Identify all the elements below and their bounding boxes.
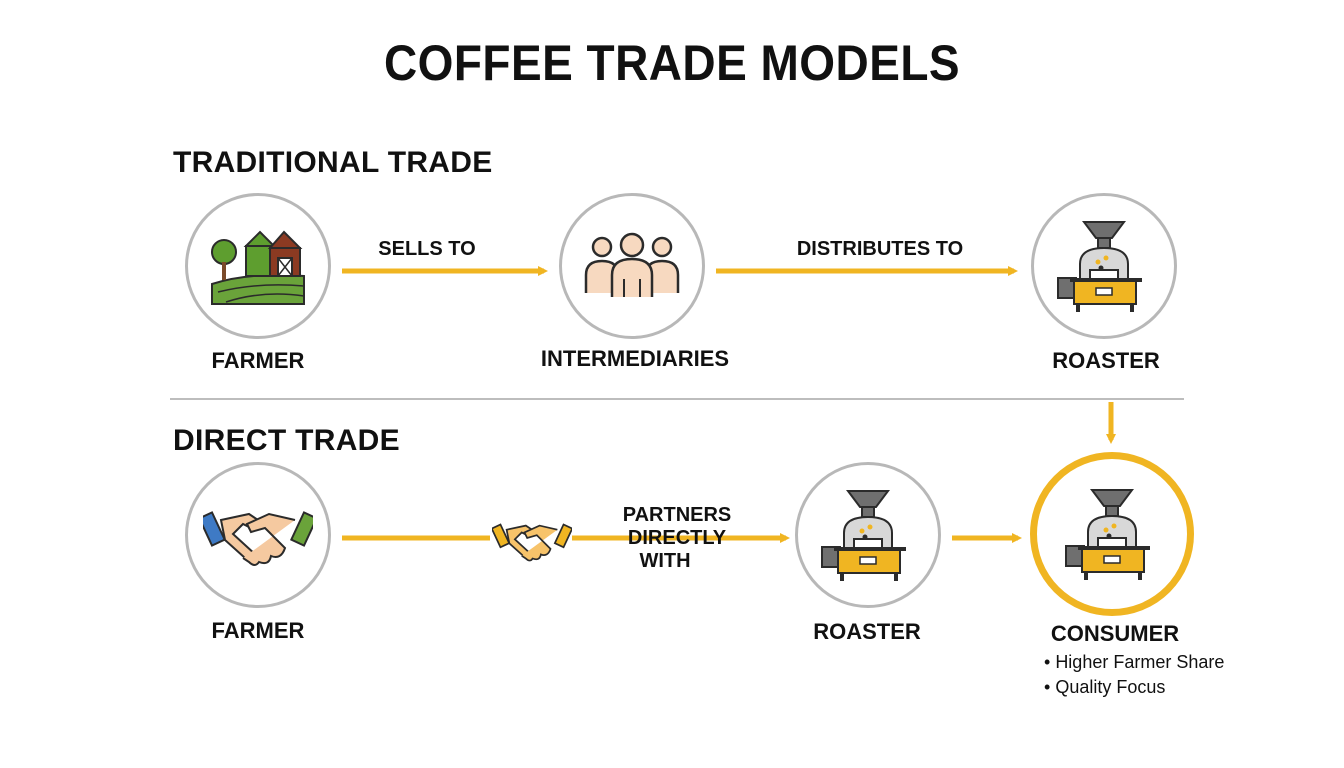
traditional-farmer-node (185, 193, 331, 339)
direct-roaster-label: ROASTER (813, 619, 921, 644)
direct-roaster-node (795, 462, 941, 608)
intermediaries-label: INTERMEDIARIES (540, 346, 730, 371)
direct-trade-heading: DIRECT TRADE (173, 424, 400, 457)
handshake-icon (203, 511, 313, 566)
people-group-icon (584, 232, 680, 297)
consumer-node (1030, 452, 1194, 616)
traditional-roaster-node (1031, 193, 1177, 339)
farm-icon (211, 230, 305, 305)
traditional-farmer-label: FARMER (211, 348, 305, 373)
partners-directly-label: PARTNERS DIRECTLY (622, 504, 732, 549)
direct-farmer-label: FARMER (211, 618, 305, 643)
coffee-roaster-icon (821, 490, 906, 581)
benefit-item: Higher Farmer Share (1044, 650, 1264, 675)
partnership-marker (490, 516, 574, 564)
consumer-benefits-list: Higher Farmer Share Quality Focus (1044, 650, 1264, 700)
coffee-roaster-icon (1057, 221, 1142, 312)
coffee-roaster-icon (1065, 489, 1150, 580)
benefit-item: Quality Focus (1044, 675, 1264, 700)
consumer-label: CONSUMER (1050, 621, 1180, 646)
distributes-to-label: DISTRIBUTES TO (796, 238, 964, 260)
handshake-icon (490, 523, 574, 562)
traditional-trade-heading: TRADITIONAL TRADE (173, 146, 493, 179)
page-title: COFFEE TRADE MODELS (383, 35, 961, 91)
intermediaries-node (559, 193, 705, 339)
sells-to-label: SELLS TO (378, 238, 476, 260)
direct-farmer-node (185, 462, 331, 608)
partners-with-label: WITH (639, 550, 691, 572)
traditional-roaster-label: ROASTER (1052, 348, 1160, 373)
